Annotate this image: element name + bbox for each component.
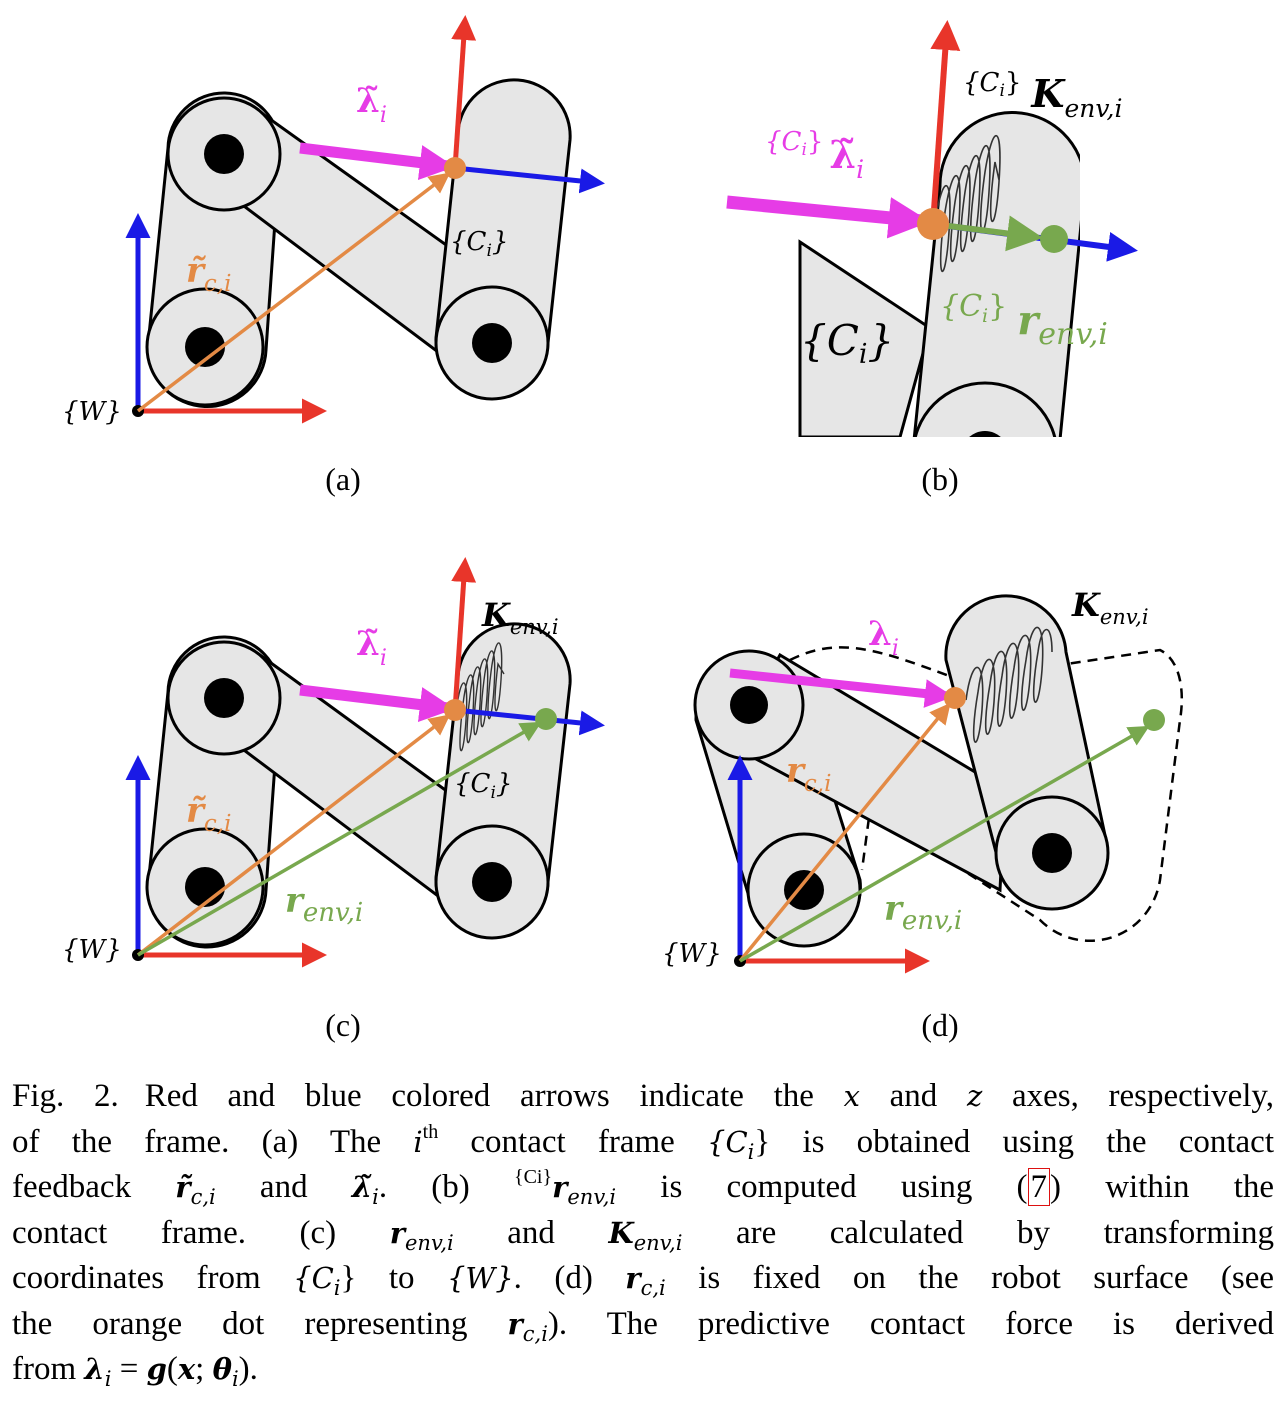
subfigure-a: {W} {Ci} r̃c,i λ̃i (a) [62,15,605,497]
world-frame-label: {W} [62,935,122,965]
joint-dot [784,870,824,910]
r-contact-label: r̃c,i [186,791,231,837]
r-env-label: {Ci}renv,i [940,289,1108,352]
subfigure-c: {W} {Ci} r̃c,i λ̃i renv,i Kenv,i (c) [62,557,605,1043]
caption-line: the orange dot representing rc,i). The p… [12,1305,1274,1346]
world-frame-label: {W} [662,939,722,969]
contact-point [944,687,966,709]
joint-dot [1032,833,1072,873]
r-env-arrow [739,725,1150,963]
lambda-label: {Ci}λ̃i [765,127,864,184]
spring [965,626,1053,743]
caption-line: coordinates from {Ci} to {W}. (d) rc,i i… [12,1260,1275,1300]
lambda-label: λ̃i [356,81,387,128]
k-env-label: Kenv,i [481,596,559,639]
lambda-arrow [729,668,954,708]
contact-x-axis-arrow [451,557,477,711]
r-env-label: renv,i [884,889,962,936]
figure-caption: Fig. 2.Red and blue colored arrows indic… [12,1074,1274,1393]
joint-dot [204,678,244,718]
link-ghost-outline [789,646,1184,943]
caption-line: Fig. 2.Red and blue colored arrows indic… [12,1078,1275,1114]
r-env-arrow [932,215,1044,252]
spring [934,134,1001,273]
env-point [535,708,557,730]
figure-2: {W} {Ci} r̃c,i λ̃i (a) {Ci}Kenv,i {Ci}λ̃… [62,15,1184,1043]
figure-number: Fig. 2. [12,1078,119,1114]
subfigure-b: {Ci}Kenv,i {Ci}λ̃i {Ci}renv,i {Ci} (b) [726,20,1138,497]
contact-point [444,157,466,179]
contact-frame-label: {Ci} [800,316,894,370]
contact-z-axis-arrow [454,165,605,194]
contact-frame-label: {Ci} [454,769,512,803]
contact-z-axis-arrow [454,707,605,736]
equation-reference-link[interactable]: 7 [1027,1168,1051,1206]
joint-dot [185,327,225,367]
link-diagonal [798,239,932,437]
r-contact-label: r̃c,i [186,251,231,297]
contact-x-axis-arrow [451,15,477,169]
subfigure-label: (b) [921,461,958,497]
contact-frame-label: {Ci} [450,227,508,261]
joint-bottom [913,381,1057,437]
lambda-label: λi [868,614,899,661]
caption-line: from λi = g(x; θi). [12,1351,258,1391]
world-frame-label: {W} [62,397,122,427]
r-contact-arrow [136,714,451,957]
subfigure-d: {W} rc,i λi renv,i Kenv,i (d) [662,586,1184,1043]
joint-dot [204,134,244,174]
joint-dot [185,867,225,907]
subfigure-label: (c) [325,1007,361,1043]
lambda-arrow [726,195,931,239]
k-env-label: Kenv,i [1071,586,1149,629]
k-env-label: {Ci}Kenv,i [963,68,1122,123]
env-point [1143,709,1165,731]
r-env-arrow [137,721,542,957]
lambda-label: λ̃i [356,624,387,671]
joint-dot [472,323,512,363]
r-contact-arrow [136,172,451,413]
contact-point [444,699,466,721]
contact-point [917,208,949,240]
r-contact-label: rc,i [786,751,831,797]
r-env-label: renv,i [285,881,363,928]
joint-dot [730,686,768,724]
contact-x-axis-arrow [930,20,961,225]
caption-line: contact frame. (c) renv,i and Kenv,i are… [12,1214,1275,1255]
lambda-arrow [299,142,455,181]
r-contact-arrow [738,702,951,963]
joint-dot [969,431,1001,437]
caption-line: feedback r̃c,i and λ̃i. (b) {Ci}renv,i i… [12,1166,1275,1209]
caption-line: of the frame. (a) The ith contact frame … [12,1120,1274,1164]
subfigure-label: (d) [921,1007,958,1043]
subfigure-label: (a) [325,461,361,497]
env-point [1040,225,1068,253]
joint-dot [472,862,512,902]
lambda-arrow [299,684,455,723]
